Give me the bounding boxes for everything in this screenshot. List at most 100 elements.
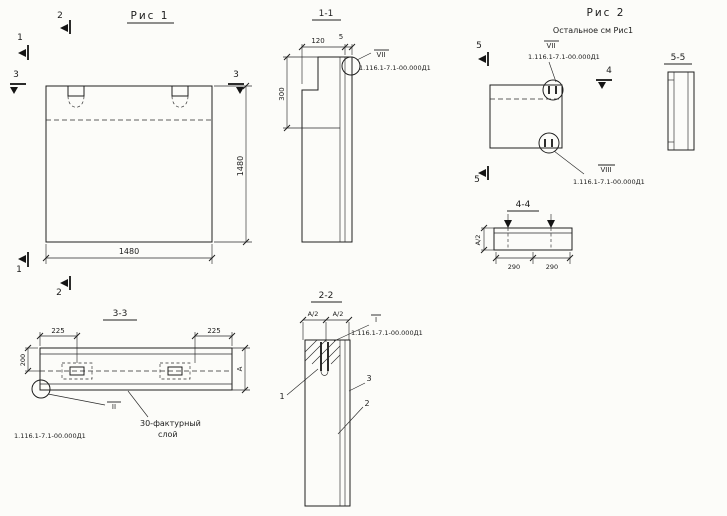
cut-mark-2-top: 2 <box>57 11 71 34</box>
dim-300-value: 300 <box>278 87 286 100</box>
cut-mark-5-bottom: 5 <box>474 166 489 185</box>
section-3-3-view: 3-3 225 225 <box>14 309 250 440</box>
section-3-3-title: 3-3 <box>113 309 128 319</box>
section-4-4-strip <box>493 227 573 251</box>
dim-half-a: А/2 <box>474 224 494 254</box>
anchor-arrow <box>547 220 555 228</box>
dim-225-left-value: 225 <box>51 327 64 335</box>
dim-thickness: 120 5 <box>298 33 356 84</box>
detail-ref-i: 1.116.1-7.1-00.000Д1 <box>351 329 423 337</box>
dim-120-value: 120 <box>311 37 324 45</box>
section-1-1-profile <box>301 56 353 243</box>
svg-text:5: 5 <box>476 41 482 51</box>
dim-5-value: 5 <box>339 33 343 41</box>
section-3-3-strip <box>39 347 233 391</box>
cut-arrow <box>478 55 486 63</box>
dim-a-value: А <box>236 366 244 371</box>
detail-label-viii: VIII <box>601 166 612 174</box>
dim-panel-height: 1480 <box>214 82 252 246</box>
dim-half-a-right-value: А/2 <box>333 310 344 318</box>
detail-label-i: I <box>375 316 377 324</box>
lifting-loop-left <box>67 85 85 108</box>
lifting-loop-right <box>171 85 189 108</box>
detail-label-vii-top: VII <box>547 42 556 50</box>
cut-arrow <box>236 87 244 94</box>
section-5-5-profile <box>667 71 695 151</box>
dim-half-a-pair: А/2 А/2 <box>299 310 353 342</box>
cut-mark-1-top: 1 <box>17 33 29 60</box>
dim-290-left-value: 290 <box>508 263 520 271</box>
fig2-title: Рис 2 <box>587 7 626 19</box>
cut-mark-5-top: 5 <box>476 41 489 66</box>
section-1-1-view: 1-1 120 5 300 VII 1.116.1-7 <box>278 9 431 243</box>
section-5-5-view: 5-5 <box>664 53 695 151</box>
section-5-5-title: 5-5 <box>671 53 686 63</box>
section-2-2-title: 2-2 <box>319 291 334 301</box>
svg-text:3: 3 <box>233 70 239 80</box>
dim-225-right-value: 225 <box>207 327 220 335</box>
section-2-2-view: 2-2 А/2 А/2 I 1.116.1-7.1-00.000Д1 <box>279 291 423 507</box>
svg-text:4: 4 <box>606 66 612 76</box>
anchor-arrow <box>504 220 512 228</box>
cut-arrow <box>598 82 606 89</box>
detail-ref-viii: 1.116.1-7.1-00.000Д1 <box>573 178 645 186</box>
detail-circle-vii <box>341 56 361 76</box>
dim-width-value: 1480 <box>119 247 139 256</box>
cut-arrow <box>18 49 26 57</box>
cut-mark-3-left: 3 <box>10 70 26 94</box>
section-2-2-profile <box>304 339 351 507</box>
dim-225-left: 225 <box>36 327 81 363</box>
svg-text:2: 2 <box>56 288 62 298</box>
cut-arrow <box>60 279 68 287</box>
dim-height-value: 1480 <box>236 156 245 176</box>
cut-arrow <box>478 169 486 177</box>
callout-1: 1 <box>279 368 319 401</box>
svg-text:1: 1 <box>16 265 22 275</box>
facing-layer-note-line1: 30-фактурный <box>140 419 201 428</box>
dim-225-right: 225 <box>191 327 236 363</box>
fig1-view: Рис 1 2 1 3 3 1 <box>10 10 252 298</box>
cut-arrow <box>10 87 18 94</box>
cut-arrow <box>18 255 26 263</box>
dim-a: А <box>232 344 250 394</box>
detail-ref-ii: 1.116.1-7.1-00.000Д1 <box>14 432 86 440</box>
fig2-panel-outline <box>489 84 563 149</box>
detail-circle-bottom <box>538 132 560 154</box>
detail-circle-ii <box>31 379 51 399</box>
svg-text:2: 2 <box>364 399 369 408</box>
leader-line <box>356 52 372 61</box>
panel-outline <box>45 85 213 243</box>
callout-2: 2 <box>337 399 370 435</box>
note-leader-line <box>127 390 149 418</box>
detail-ref-vii-top: 1.116.1-7.1-00.000Д1 <box>528 53 600 61</box>
svg-text:1: 1 <box>279 392 284 401</box>
cut-mark-4: 4 <box>596 66 612 89</box>
embedded-loop <box>320 342 329 376</box>
leader-line <box>333 324 370 342</box>
cut-mark-3-right: 3 <box>228 70 244 94</box>
fig2-view: Рис 2 Остальное см Рис1 VII 1.116.1-7.1-… <box>474 7 645 186</box>
hatching <box>304 339 341 365</box>
dim-300: 300 <box>278 53 318 132</box>
fig2-note: Остальное см Рис1 <box>553 26 633 35</box>
dim-half-a-left-value: А/2 <box>308 310 319 318</box>
dim-panel-width: 1480 <box>42 244 216 264</box>
dim-200: 200 <box>19 344 40 375</box>
section-4-4-view: 4-4 А/2 290 290 <box>474 200 574 271</box>
facing-layer-note-line2: слой <box>158 430 178 439</box>
detail-label-vii: VII <box>377 51 386 59</box>
fig1-title: Рис 1 <box>131 10 170 22</box>
svg-text:3: 3 <box>13 70 19 80</box>
dim-200-value: 200 <box>19 354 27 366</box>
dim-290-right-value: 290 <box>546 263 558 271</box>
svg-text:2: 2 <box>57 11 63 21</box>
svg-text:1: 1 <box>17 33 23 43</box>
embedded-loop-left <box>61 362 93 380</box>
detail-label-ii: II <box>112 403 116 411</box>
leader-line <box>548 61 557 83</box>
leader-line <box>47 393 106 406</box>
embedded-loop-right <box>159 362 191 380</box>
leader-line <box>553 150 585 175</box>
cut-mark-1-bottom: 1 <box>16 252 29 275</box>
